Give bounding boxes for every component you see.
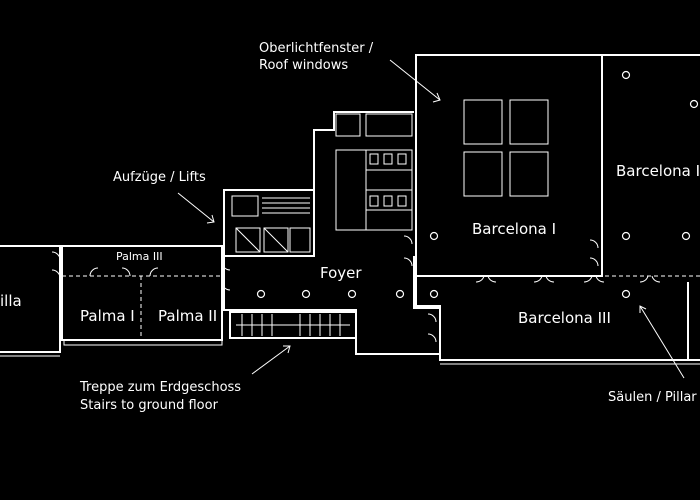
stairs-label-de: Treppe zum Erdgeschoss — [79, 380, 241, 395]
stairs-arrowhead — [283, 345, 291, 354]
barcelona-1-label: Barcelona I — [472, 220, 556, 238]
villa-label: illa — [0, 292, 22, 310]
barcelona-2-label: Barcelona I — [616, 162, 700, 180]
pillars-label: Säulen / Pillar — [608, 390, 697, 405]
foyer-room — [223, 235, 441, 355]
barcelona-3-room — [415, 275, 700, 365]
roof-windows-label-de: Oberlichtfenster / — [259, 41, 374, 56]
stairs-ground-floor — [229, 311, 357, 339]
roof-windows-label-en: Roof windows — [259, 58, 348, 73]
stairs-arrow — [251, 345, 291, 375]
foyer-label: Foyer — [320, 264, 362, 282]
pillars-arrowhead — [639, 305, 647, 313]
lifts-block — [223, 189, 315, 257]
lifts-arrowhead — [206, 214, 215, 224]
barcelona-3-label: Barcelona III — [518, 309, 611, 327]
roof-windows-arrowhead — [432, 92, 441, 103]
pillars-arrow — [639, 305, 685, 379]
palma-3-label: Palma III — [116, 250, 163, 263]
lifts-label: Aufzüge / Lifts — [113, 170, 206, 185]
roof-windows-arrow — [389, 59, 441, 101]
lifts-arrow — [177, 192, 215, 223]
villa-room — [0, 245, 61, 357]
palma-2-label: Palma II — [158, 307, 217, 325]
palma-1-label: Palma I — [80, 307, 135, 325]
barcelona-2-room — [416, 54, 700, 277]
stairs-label-en: Stairs to ground floor — [80, 398, 219, 413]
toilets-block — [313, 111, 414, 256]
